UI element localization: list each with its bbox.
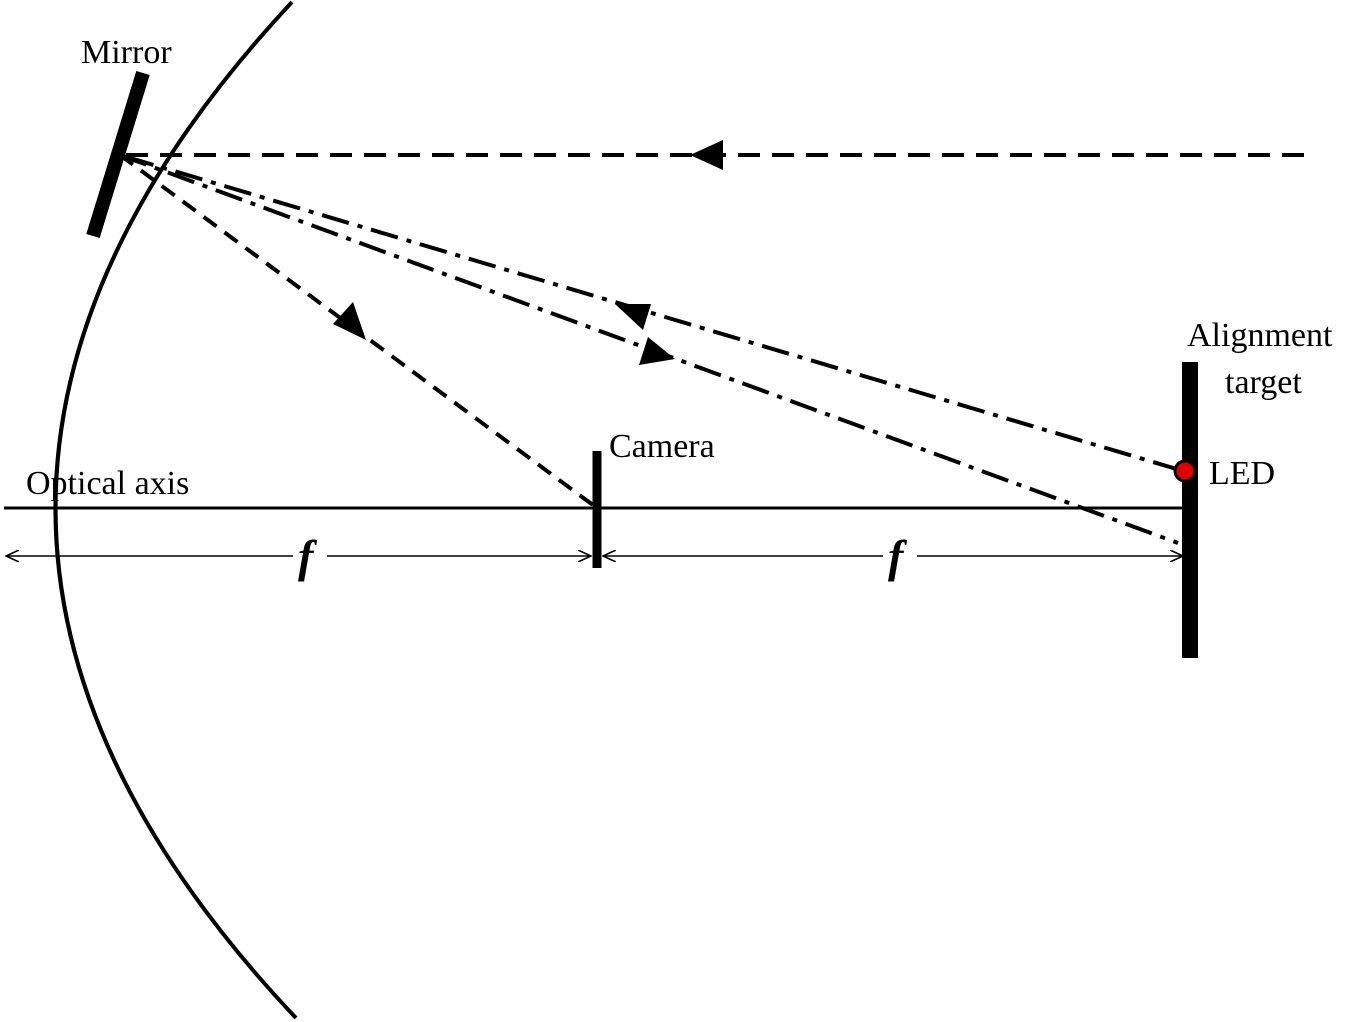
camera-label: Camera: [609, 428, 715, 465]
beam-mirror-to-target-arrow: [639, 337, 675, 365]
mirror-label: Mirror: [81, 34, 172, 71]
focal-label-1-bg: [293, 536, 327, 576]
mirror-element: [86, 70, 150, 239]
optical-axis-label: Optical axis: [26, 465, 189, 502]
focal-label-2-bg: [883, 536, 917, 576]
beam-to-camera-arrow: [333, 302, 366, 340]
focal-length-label-1: f: [298, 531, 318, 582]
focal-length-label-2: f: [888, 531, 908, 582]
beam-led-to-mirror: [119, 153, 1181, 472]
mirror-curve: [53, 0, 298, 1020]
beam-led-to-mirror-arrow: [615, 304, 651, 330]
led-dot: [1173, 459, 1197, 483]
alignment-target-label-line1: Alignment: [1187, 317, 1333, 354]
incoming-beam-arrow: [690, 140, 723, 170]
alignment-target-label-line2: target: [1225, 364, 1302, 401]
led-label: LED: [1209, 455, 1275, 492]
